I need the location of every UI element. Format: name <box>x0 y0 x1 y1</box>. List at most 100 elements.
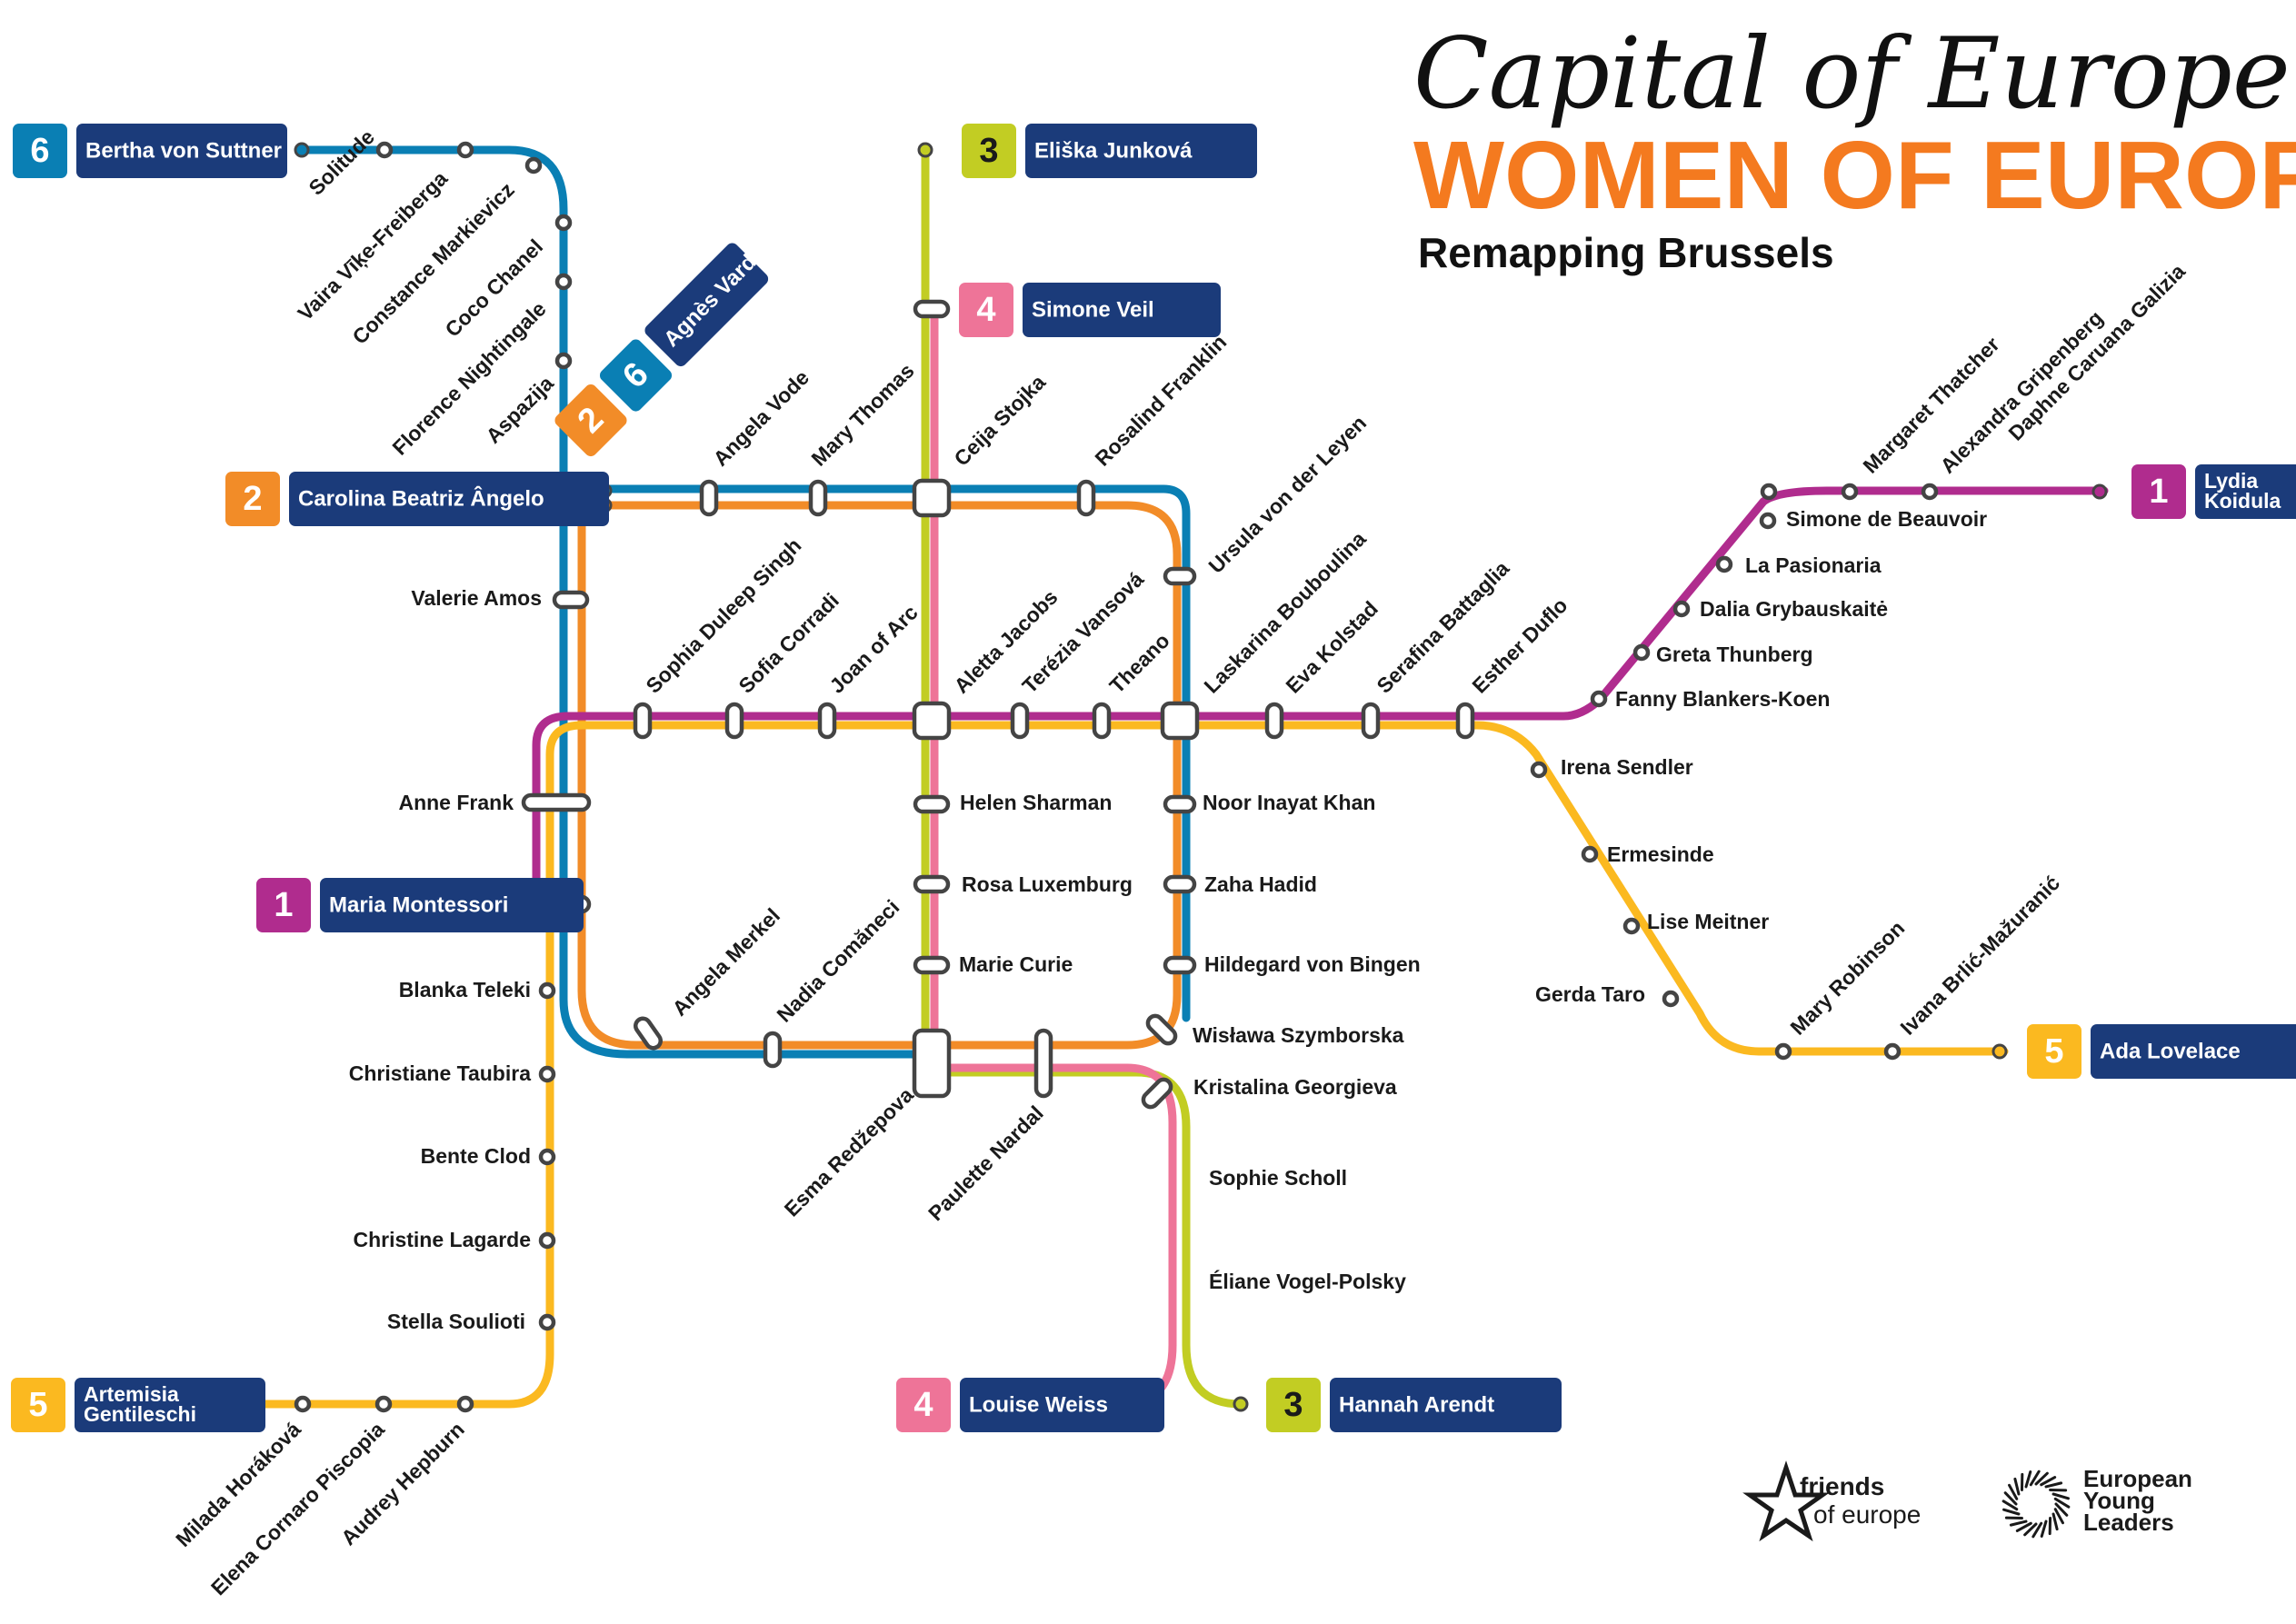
station-marker <box>554 352 573 370</box>
station-marker <box>374 1395 393 1413</box>
station-marker <box>699 479 719 517</box>
sunburst-ray <box>2040 1519 2048 1538</box>
station-label-daphne-caruana-galizia: Daphne Caruana Galizia <box>2003 259 2190 445</box>
station-label-esma-redzepova: Esma Redžepova <box>780 1082 918 1220</box>
interchange-marker <box>912 478 952 518</box>
station-marker <box>913 874 951 894</box>
friends-logo-word: friends <box>1800 1472 1884 1500</box>
station-marker <box>1033 1028 1053 1099</box>
sunburst-ray <box>2044 1481 2063 1489</box>
terminal-name: Simone Veil <box>1032 297 1154 322</box>
station-label-blanka-teleki: Blanka Teleki <box>399 978 531 1001</box>
station-label-wis-awa-szymborska: Wisława Szymborska <box>1193 1023 1404 1047</box>
station-marker <box>554 214 573 232</box>
station-marker <box>1163 955 1197 975</box>
title-italic: Capital of Europe <box>1413 17 2291 131</box>
station-label-theano: Theano <box>1104 629 1173 698</box>
station-label-sophia-duleep-singh: Sophia Duleep Singh <box>641 533 805 698</box>
sunburst-ray <box>2053 1508 2064 1525</box>
sunburst-ray <box>2009 1519 2028 1527</box>
terminal-name: Bertha von Suttner <box>85 138 282 163</box>
line-number-badge <box>959 283 1013 337</box>
interchange-marker <box>912 701 952 741</box>
station-marker <box>538 981 556 1000</box>
terminal-name: Carolina Beatriz Ângelo <box>298 485 544 511</box>
station-marker <box>913 955 951 975</box>
station-marker <box>538 1148 556 1166</box>
station-marker <box>634 1016 663 1051</box>
station-marker <box>1921 483 1939 501</box>
sunburst-ray <box>2002 1508 2021 1516</box>
station-marker <box>1145 1013 1178 1046</box>
line-number-badge <box>896 1378 951 1432</box>
station-label-zaha-hadid: Zaha Hadid <box>1204 872 1317 896</box>
station-label-nadia-comaneci: Nadia Comăneci <box>772 895 903 1027</box>
sunburst-ray <box>2051 1492 2070 1500</box>
station-label-ivana-brlic-mazuranic: Ivana Brlić-Mažuranić <box>1895 871 2064 1040</box>
line-number-badge <box>256 878 311 932</box>
station-marker <box>1010 702 1030 740</box>
terminal-name: Eliška Junková <box>1034 138 1193 163</box>
line-number: 5 <box>28 1386 47 1424</box>
terminal-name: Koidula <box>2204 489 2281 513</box>
station-marker <box>1715 555 1733 573</box>
line-number-badge <box>2027 1024 2081 1079</box>
station-label-simone-de-beauvoir: Simone de Beauvoir <box>1786 507 1987 531</box>
station-marker <box>633 702 653 740</box>
station-marker <box>913 794 951 814</box>
station-label-angela-vode: Angela Vode <box>708 365 814 471</box>
sunburst-ray <box>2013 1477 2021 1496</box>
sunburst-ray <box>2031 1521 2043 1539</box>
station-marker <box>1361 702 1381 740</box>
terminal-marker <box>917 142 933 158</box>
station-label-irena-sendler: Irena Sendler <box>1561 755 1693 779</box>
station-label-valerie-amos: Valerie Amos <box>411 586 542 610</box>
terminal-name: Louise Weiss <box>969 1392 1108 1417</box>
sunburst-ray <box>2003 1491 2018 1506</box>
station-label-constance-markievicz: Constance Markievicz <box>347 178 518 349</box>
terminal-name-box <box>960 1378 1164 1432</box>
sunburst-ray <box>2015 1521 2032 1532</box>
terminal-name-box <box>2195 464 2296 519</box>
station-label-dalia-grybauskaite: Dalia Grybauskaitė <box>1700 597 1888 621</box>
line-number-badge <box>11 1378 65 1432</box>
sunburst-ray <box>2054 1502 2069 1517</box>
station-label-noor-inayat-khan: Noor Inayat Khan <box>1203 791 1375 814</box>
station-label-joan-of-arc: Joan of Arc <box>824 600 922 697</box>
station-label-kristalina-georgieva: Kristalina Georgieva <box>1193 1075 1397 1099</box>
station-marker <box>1141 1077 1173 1110</box>
terminal-name: Gentileschi <box>84 1402 196 1426</box>
station-label-mary-thomas: Mary Thomas <box>806 359 918 471</box>
station-marker <box>1760 483 1778 501</box>
station-label-hildegard-von-bingen: Hildegard von Bingen <box>1204 952 1421 976</box>
sunburst-ray <box>2023 1522 2038 1537</box>
station-marker <box>1672 600 1691 618</box>
terminal-marker <box>294 142 310 158</box>
station-marker <box>763 1031 783 1069</box>
eyl-logo-word: European <box>2083 1465 2192 1492</box>
sunburst-ray <box>2034 1471 2049 1486</box>
eyl-logo-word: Young <box>2083 1487 2155 1514</box>
station-marker <box>1759 512 1777 530</box>
sunburst-ray <box>2008 1483 2019 1500</box>
star-icon <box>1742 1460 1830 1542</box>
sunburst-ray <box>2002 1499 2019 1511</box>
station-label-marie-curie: Marie Curie <box>959 952 1073 976</box>
terminal-name-box <box>644 243 769 367</box>
station-label-stella-soulioti: Stella Soulioti <box>387 1310 525 1333</box>
